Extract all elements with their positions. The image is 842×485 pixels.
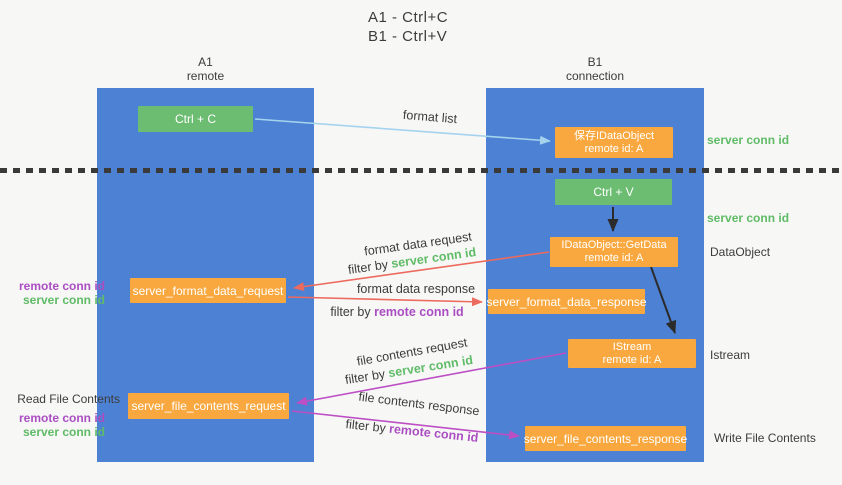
- server-file-contents-response-label: server_file_contents_response: [523, 431, 688, 446]
- annotation-dataobject: DataObject: [710, 245, 771, 259]
- server-file-contents-request-label: server_file_contents_request: [131, 399, 286, 413]
- dotted-divider-line: [0, 168, 842, 173]
- server-file-contents-request-node: server_file_contents_request: [128, 393, 289, 419]
- getdata-line1: IDataObject::GetData: [561, 239, 667, 251]
- ctrl-c-label: Ctrl + C: [174, 112, 216, 126]
- column-a1-subtitle: remote: [186, 69, 225, 83]
- arrow-format-data-request: [293, 251, 550, 292]
- remote-conn-id-key: remote conn id: [374, 305, 464, 319]
- arrow-format-list: [254, 118, 551, 145]
- column-header-b1: B1 connection: [486, 55, 704, 83]
- getdata-node: IDataObject::GetData remote id: A: [550, 237, 678, 267]
- column-a1-name: A1: [198, 55, 213, 69]
- column-header-a1: A1 remote: [97, 55, 314, 83]
- arrow-file-contents-request: [296, 352, 567, 406]
- annotation-server-conn-id-top: server conn id: [707, 133, 790, 147]
- annotation-istream: Istream: [710, 348, 751, 362]
- annotation-remote-conn-id-1: remote conn id: [18, 279, 105, 293]
- istream-line1: IStream: [612, 340, 652, 353]
- diagram-title: A1 - Ctrl+C B1 - Ctrl+V: [368, 8, 448, 46]
- ctrl-c-node: Ctrl + C: [138, 106, 253, 132]
- annotation-server-conn-id-1: server conn id: [22, 293, 105, 307]
- annotation-server-conn-id-2: server conn id: [22, 425, 105, 439]
- ctrl-v-label: Ctrl + V: [593, 185, 634, 199]
- arrow-format-data-response: [287, 296, 483, 307]
- annotation-remote-conn-id-2: remote conn id: [18, 411, 105, 425]
- istream-node: IStream remote id: A: [568, 339, 696, 368]
- arrow-file-contents-response: [291, 410, 520, 440]
- label-format-data-response-filter: filter by remote conn id: [330, 305, 463, 319]
- save-dataobject-line2: remote id: A: [584, 142, 644, 155]
- title-line-1: A1 - Ctrl+C: [368, 9, 449, 26]
- arrow-getdata-to-istream: [650, 266, 677, 334]
- server-file-contents-response-node: server_file_contents_response: [523, 426, 688, 451]
- title-line-2: B1 - Ctrl+V: [368, 28, 448, 45]
- getdata-line2: remote id: A: [584, 252, 644, 264]
- column-b1-subtitle: connection: [565, 69, 625, 83]
- istream-line2: remote id: A: [602, 353, 662, 366]
- column-b1-name: B1: [587, 55, 603, 69]
- annotation-read-file-contents: Read File Contents: [17, 392, 120, 406]
- save-dataobject-node: 保存IDataObject remote id: A: [555, 127, 673, 158]
- server-format-data-request-node: server_format_data_request: [130, 278, 286, 303]
- annotation-write-file-contents: Write File Contents: [714, 431, 816, 445]
- filter-by-text: filter by: [330, 305, 375, 319]
- server-format-data-response-label: server_format_data_response: [486, 294, 647, 309]
- annotation-server-conn-id-mid: server conn id: [707, 211, 790, 225]
- save-dataobject-line1: 保存IDataObject: [573, 129, 655, 142]
- server-format-data-response-node: server_format_data_response: [486, 289, 647, 314]
- label-format-data-response: format data response: [356, 282, 476, 296]
- ctrl-v-node: Ctrl + V: [555, 179, 672, 205]
- server-format-data-request-label: server_format_data_request: [132, 283, 284, 298]
